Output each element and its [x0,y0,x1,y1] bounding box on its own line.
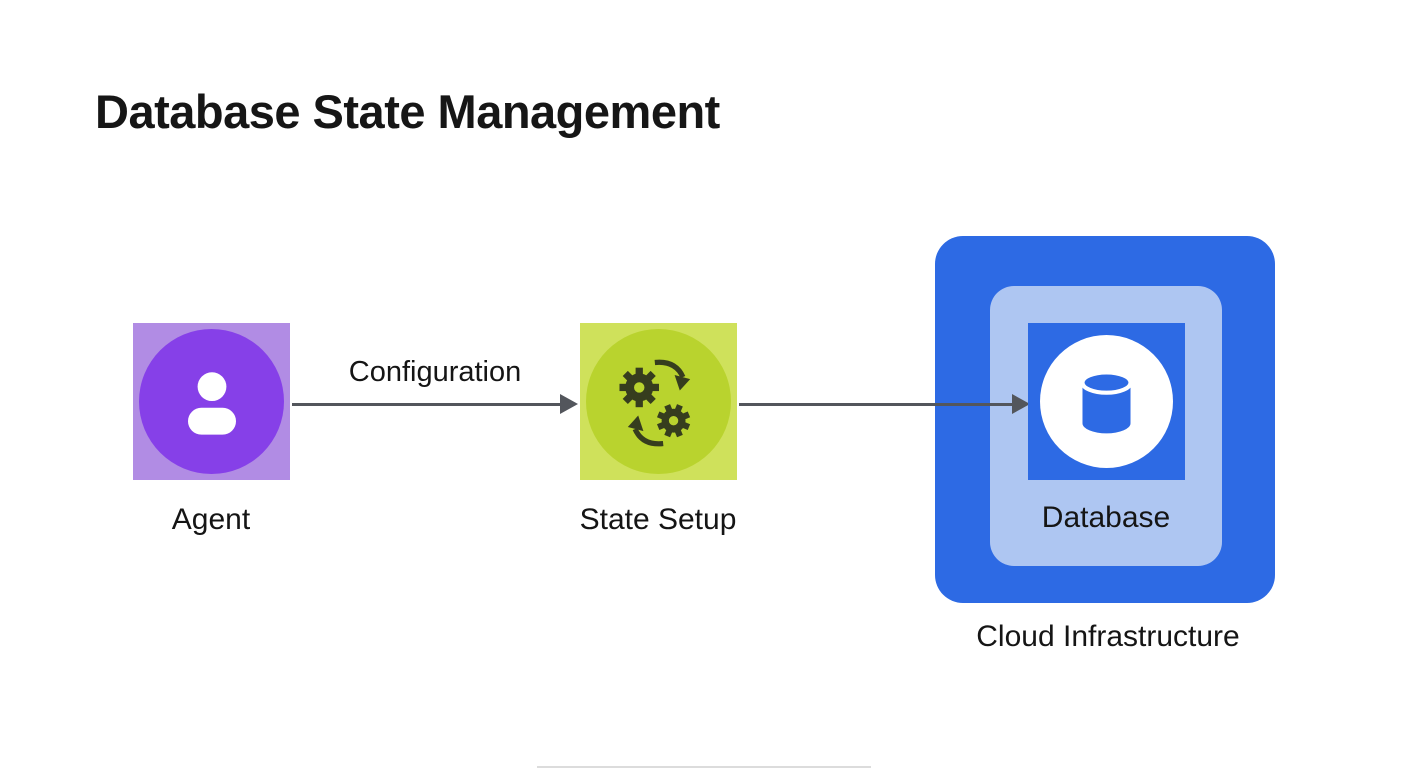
node-database [1028,323,1185,480]
agent-label: Agent [171,503,251,536]
node-state-setup [580,323,737,480]
edge-agent-to-setup-arrowhead [560,394,578,414]
state-setup-label: State Setup [579,503,737,536]
cloud-infrastructure-label: Cloud Infrastructure [976,620,1240,653]
bottom-divider [537,766,871,768]
edge-setup-to-database-line [739,403,1014,406]
gears-sync-icon [618,359,690,446]
edge-setup-to-database-arrowhead [1012,394,1030,414]
database-cylinder-icon [1040,335,1173,468]
agent-circle [139,329,284,474]
edge-agent-to-setup-line [292,403,562,406]
node-agent [133,323,290,480]
edge-configuration-label: Configuration [348,356,522,388]
state-setup-circle [586,329,731,474]
database-label: Database [1041,501,1171,534]
diagram-title: Database State Management [95,85,720,138]
user-icon [187,371,236,435]
